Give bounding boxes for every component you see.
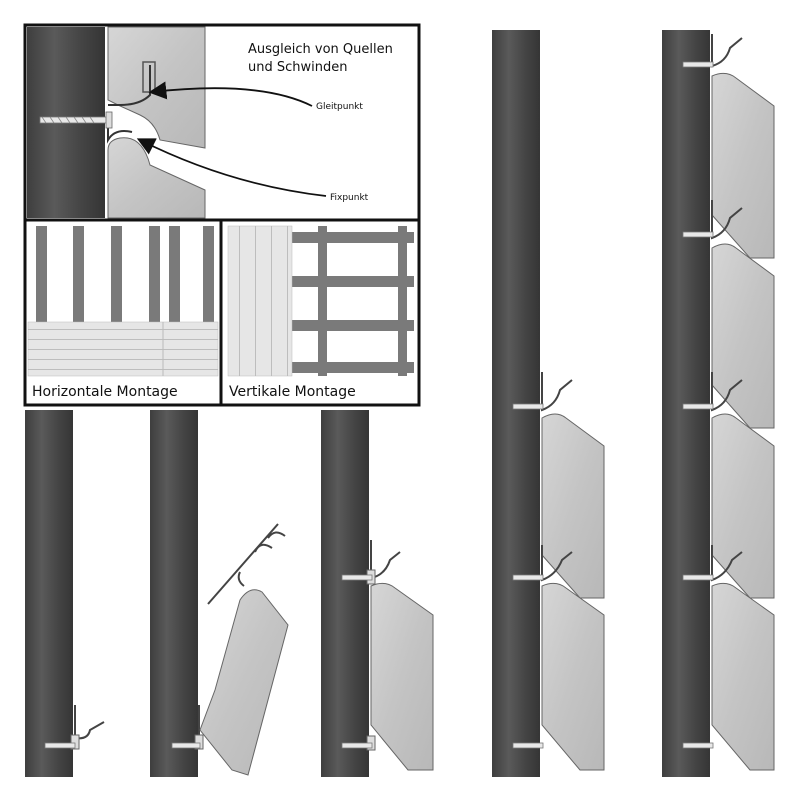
step-4-board-1 [541, 413, 605, 599]
step-3-post [321, 410, 369, 777]
step-2-clip [194, 705, 204, 750]
step-2-clip-rail [207, 523, 286, 605]
detail-board-lower [107, 137, 206, 219]
step-5-board-4 [711, 582, 775, 771]
vertical-rails [228, 226, 414, 376]
horizontal-slats [27, 321, 219, 377]
step-4-board-2 [541, 582, 605, 771]
vertical-slats [227, 225, 293, 377]
vertical-montage-panel [219, 218, 421, 407]
step-1-screw [44, 742, 76, 749]
detail-screw [39, 111, 113, 129]
step-2-screw [171, 742, 201, 749]
step-3 [321, 410, 434, 777]
fixpunkt-arrow [136, 138, 327, 197]
vertical-montage-label: Vertikale Montage [229, 384, 356, 400]
step-5-board-3 [711, 413, 775, 599]
detail-title-line2: und Schwinden [248, 60, 348, 75]
step-2 [150, 410, 289, 777]
step-1 [25, 410, 105, 777]
horizontal-posts [36, 226, 214, 376]
detail-panel [23, 23, 421, 222]
gleitpunkt-label: Gleitpunkt [316, 102, 363, 112]
step-2-board [199, 589, 289, 776]
step-1-post [25, 410, 73, 777]
step-3-board [370, 582, 434, 771]
horizontal-montage-label: Horizontale Montage [32, 384, 178, 400]
step-5 [662, 30, 775, 777]
step-5-board-1 [711, 72, 775, 259]
gleitpunkt-arrow [148, 81, 313, 107]
horizontal-montage-panel [23, 218, 223, 407]
step-1-clip [70, 705, 105, 750]
step-2-post [150, 410, 198, 777]
fixpunkt-label: Fixpunkt [330, 193, 369, 203]
detail-title-line1: Ausgleich von Quellen [248, 42, 393, 57]
step-4 [492, 30, 605, 777]
step-4-post [492, 30, 540, 777]
step-5-board-2 [711, 243, 775, 429]
step-5-post [662, 30, 710, 777]
